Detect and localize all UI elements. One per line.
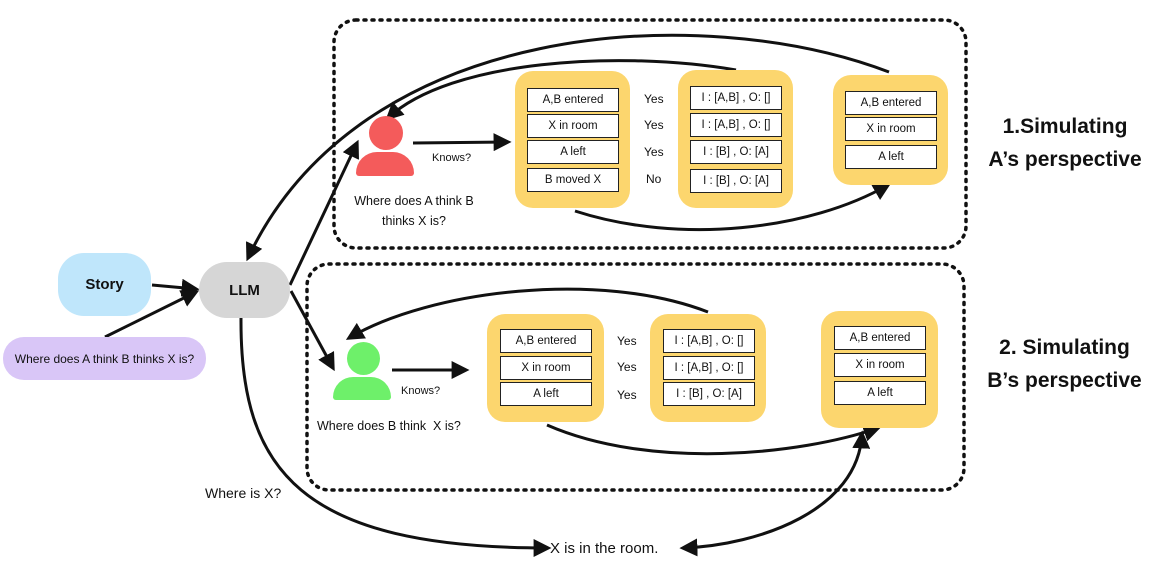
- panel-a-state: I : [A,B] , O: []: [690, 86, 782, 110]
- panel-b-state: I : [A,B] , O: []: [663, 356, 755, 380]
- panel-a-knows-value: Yes: [644, 92, 664, 106]
- arrow-question-llm: [104, 290, 200, 339]
- arrow-person-a-events: [412, 133, 512, 152]
- llm-node: LLM: [199, 262, 290, 318]
- answer-label: X is in the room.: [550, 540, 659, 557]
- question-label: Where does A think B thinks X is?: [14, 351, 195, 366]
- arrow-b-events-filtered: [546, 423, 882, 456]
- panel-a-knows: Knows?: [432, 152, 472, 164]
- where-is-x-label: Where is X?: [205, 485, 282, 501]
- panel-b-knows-value: Yes: [617, 334, 637, 348]
- panel-a-event: X in room: [527, 114, 619, 138]
- arrow-states-person-a: [385, 59, 737, 121]
- person-b-body: [333, 377, 391, 400]
- arrow-panel-b-answer: [679, 430, 871, 557]
- panel-b-knows-value: Yes: [617, 388, 637, 402]
- arrow-panel-a-to-llm: [246, 33, 890, 262]
- arrow-a-events-filtered: [574, 183, 892, 232]
- person-b-icon: [347, 342, 380, 375]
- panel-a-border: [332, 18, 968, 250]
- arrow-states-person-b: [345, 287, 709, 340]
- panel-b-title-line2: B’s perspective: [987, 369, 1142, 392]
- panel-b-title-line1: 2. Simulating: [999, 336, 1130, 359]
- panel-b-title: 2. Simulating B’s perspective: [972, 331, 1157, 397]
- panel-b-state: I : [A,B] , O: []: [663, 329, 755, 353]
- panel-a-question: Where does A think B thinks X is?: [354, 194, 474, 228]
- question-node: Where does A think B thinks X is?: [3, 337, 206, 380]
- arrow-llm-person-a: [288, 139, 359, 286]
- panel-b-state: I : [B] , O: [A]: [663, 382, 755, 406]
- panel-a-event: B moved X: [527, 168, 619, 192]
- panel-b-knows: Knows?: [401, 385, 441, 397]
- story-label: Story: [85, 276, 124, 293]
- person-a-body: [356, 152, 414, 176]
- panel-a-filtered-event: A left: [845, 145, 937, 169]
- panel-b-filtered-event: X in room: [834, 353, 926, 377]
- panel-a-filtered-event: X in room: [845, 117, 937, 141]
- arrow-llm-answer: [239, 317, 552, 557]
- panel-a-knows-value: Yes: [644, 145, 664, 159]
- panel-b-question: Where does B think X is?: [317, 419, 461, 433]
- panel-a-state: I : [B] , O: [A]: [690, 169, 782, 193]
- panel-a-event: A left: [527, 140, 619, 164]
- panel-a-state: I : [A,B] , O: []: [690, 113, 782, 137]
- arrow-story-llm: [151, 278, 200, 297]
- panel-a-knows-value: Yes: [644, 118, 664, 132]
- arrow-llm-person-b: [289, 290, 335, 372]
- panel-b-event: A left: [500, 382, 592, 406]
- panel-b-knows-value: Yes: [617, 360, 637, 374]
- panel-a-title-line2: A’s perspective: [988, 148, 1142, 171]
- panel-a-knows-value: No: [646, 172, 662, 186]
- panel-a-event: A,B entered: [527, 88, 619, 112]
- person-a-icon: [369, 116, 403, 150]
- panel-b-event: A,B entered: [500, 329, 592, 353]
- panel-a-filtered-event: A,B entered: [845, 91, 937, 115]
- story-node: Story: [58, 253, 151, 316]
- panel-b-event: X in room: [500, 356, 592, 380]
- panel-a-title: 1.Simulating A’s perspective: [975, 110, 1155, 176]
- panel-a-state: I : [B] , O: [A]: [690, 140, 782, 164]
- panel-b-filtered-event: A,B entered: [834, 326, 926, 350]
- panel-a-title-line1: 1.Simulating: [1002, 115, 1128, 138]
- llm-label: LLM: [229, 281, 260, 299]
- panel-b-filtered-event: A left: [834, 381, 926, 405]
- panel-b-border: [305, 262, 966, 492]
